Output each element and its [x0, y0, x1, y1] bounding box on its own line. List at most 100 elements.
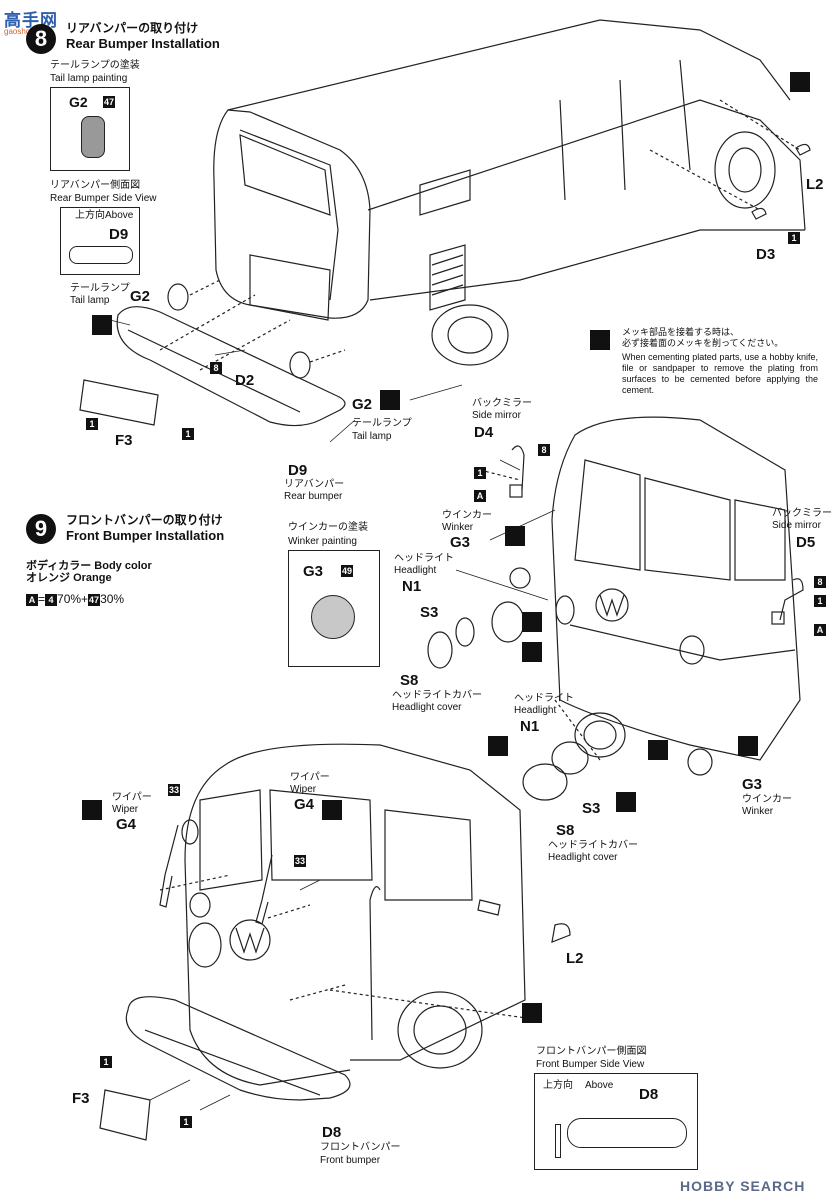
part-d4: D4 [474, 424, 494, 441]
part-f3-rear: F3 [115, 432, 133, 449]
glue-icon [380, 390, 400, 410]
qty-front-bumper: 1 [180, 1116, 192, 1128]
mirror-right-jp: バックミラー [772, 508, 832, 519]
winker-paint-part: G3 [303, 563, 324, 580]
glue-icon [790, 72, 810, 92]
tail-lamp2-en: Tail lamp [352, 431, 392, 442]
color-33-b: 33 [294, 855, 306, 867]
body-color-jp: オレンジ [26, 571, 70, 584]
glue-icon [92, 315, 112, 335]
part-g4-a: G4 [116, 816, 137, 833]
front-right-van-body [551, 416, 801, 761]
body-color-label-jp: ボディカラー [26, 559, 92, 572]
winker-jp: ウインカー [442, 510, 492, 521]
formula-plus: + [81, 592, 89, 606]
step8-number: 8 [26, 24, 56, 54]
rear-side-part: D9 [109, 226, 129, 243]
step8-title-en: Rear Bumper Installation [66, 36, 220, 51]
tail-lamp-en: Tail lamp [70, 295, 110, 306]
rear-wheel-right [714, 131, 776, 209]
qty-f3: 1 [86, 418, 98, 430]
body-color-en: Orange [73, 572, 112, 584]
formula-c2: 47 [88, 594, 101, 606]
vw-logo-right [595, 588, 629, 622]
wiper-right [255, 854, 273, 925]
front-side-view-en: Front Bumper Side View [536, 1059, 645, 1070]
mirror-left-qty1: 1 [474, 467, 486, 479]
d9-en: Rear bumper [284, 491, 343, 502]
front-side-view-box: 上方向 Above D8 [534, 1073, 698, 1170]
hlcover2-en: Headlight cover [548, 852, 618, 863]
front-bumper-profile [567, 1118, 687, 1148]
formula-a: A [26, 594, 38, 606]
headlight-en: Headlight [394, 565, 437, 576]
front-above-jp: 上方向 [543, 1080, 573, 1091]
step8-title-jp: リアバンパーの取り付け [66, 21, 199, 35]
rear-van-back [213, 109, 371, 319]
rear-window [239, 134, 331, 216]
wiper1-jp: ワイパー [112, 792, 152, 803]
note-jp-1: メッキ部品を接着する時は、 [622, 328, 740, 338]
note-en: When cementing plated parts, use a hobby… [622, 352, 818, 395]
step9-title-en: Front Bumper Installation [66, 528, 225, 543]
mirror-right-en: Side mirror [772, 520, 821, 531]
part-d5: D5 [796, 534, 816, 551]
mirror-right-qty1: 1 [814, 595, 826, 607]
rear-van-roof [227, 19, 791, 111]
glue-icon [82, 800, 102, 820]
front-side-view-jp: フロントバンパー側面図 [536, 1046, 647, 1057]
mirror-right-qty8: 8 [814, 576, 826, 588]
part-d8: D8 [322, 1124, 342, 1141]
vw-logo-front [229, 919, 271, 961]
part-g2-left: G2 [130, 288, 151, 305]
qty-rear-bumper: 1 [182, 428, 194, 440]
part-n1-a: N1 [402, 578, 422, 595]
part-n1-b: N1 [520, 718, 540, 735]
tail-paint-en: Tail lamp painting [50, 73, 128, 84]
tail-lamp-jp: テールランプ [70, 283, 130, 294]
part-s8-b: S8 [556, 822, 575, 839]
front-windshield-left [199, 789, 263, 891]
part-l2-rear: L2 [806, 176, 824, 193]
glue-icon [505, 526, 525, 546]
headlight-jp: ヘッドライト [394, 553, 454, 564]
rear-side-view-en: Rear Bumper Side View [50, 193, 157, 204]
wiper-left [159, 824, 179, 908]
front-van-roof [224, 743, 526, 1061]
mirror-right-qtyA: A [814, 624, 826, 636]
glue-icon [322, 800, 342, 820]
glue-icon [522, 642, 542, 662]
part-g4-b: G4 [294, 796, 315, 813]
headlight2-jp: ヘッドライト [514, 693, 574, 704]
d9-jp: リアバンパー [284, 479, 345, 490]
rear-wheel-left [431, 304, 509, 366]
headlight2-en: Headlight [514, 705, 557, 716]
winker2-en: Winker [742, 806, 774, 817]
qty-d3: 1 [788, 232, 800, 244]
part-g3-a: G3 [450, 534, 471, 551]
note-jp-2: 必ず接着面のメッキを削ってください。 [622, 339, 784, 349]
rear-bumper-profile [69, 246, 133, 264]
winker-paint-en: Winker painting [288, 536, 357, 547]
tail-paint-jp: テールランプの塗装 [50, 60, 140, 71]
part-s8-a: S8 [400, 672, 419, 689]
hlcover-jp: ヘッドライトカバー [392, 690, 482, 701]
part-d3: D3 [756, 246, 776, 263]
hlcover2-jp: ヘッドライトカバー [548, 840, 638, 851]
rear-side-view-jp: リアバンパー側面図 [50, 180, 141, 191]
part-d2: D2 [235, 372, 255, 389]
winker2-jp: ウインカー [742, 794, 792, 805]
part-s3-b: S3 [582, 800, 601, 817]
glue-icon [522, 612, 542, 632]
tail-paint-part: G2 [69, 94, 88, 110]
tail-paint-box: G2 47 [50, 87, 130, 171]
part-g2-right: G2 [352, 396, 373, 413]
qty-f3-front: 1 [100, 1056, 112, 1068]
engine-vents [429, 244, 466, 311]
mirror-left-jp: バックミラー [472, 398, 532, 409]
d8-jp: フロントバンパー [320, 1142, 401, 1153]
qty-d2: 8 [210, 362, 222, 374]
formula-eq: = [38, 592, 46, 606]
front-license-plate [99, 1089, 151, 1141]
